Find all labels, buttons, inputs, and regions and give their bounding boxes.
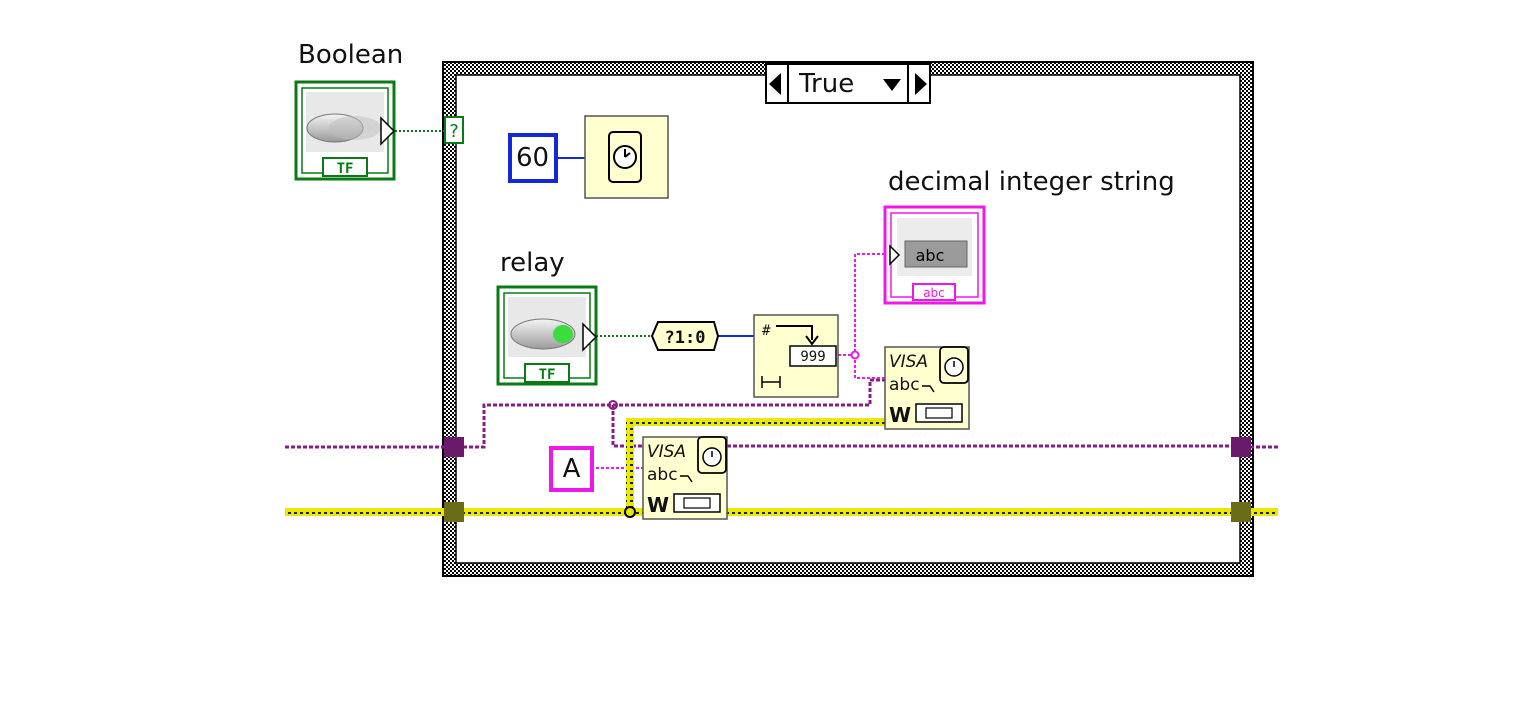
svg-text:?1:0: ?1:0 [665, 328, 706, 348]
decimal-string-indicator[interactable]: abc abc [883, 205, 986, 305]
svg-text:#: # [762, 323, 771, 339]
decimal-string-label: decimal integer string [888, 167, 1175, 197]
visa-tunnel-in [444, 437, 464, 457]
svg-text:VISA: VISA [647, 442, 686, 462]
indicator-tag: abc [923, 286, 945, 300]
selector-question-mark: ? [449, 121, 459, 142]
error-tunnel-out [1231, 502, 1251, 522]
error-tunnel-in [444, 502, 464, 522]
string-wire [596, 253, 890, 469]
case-selector-terminal[interactable]: ? [444, 116, 464, 144]
svg-text:VISA: VISA [889, 352, 928, 372]
indicator-text: abc [916, 246, 945, 265]
svg-text:W: W [889, 403, 911, 427]
boolean-label: Boolean [298, 40, 404, 70]
boolean-control[interactable]: TF [294, 80, 396, 181]
boolean-to-number-node[interactable]: ?1:0 [650, 321, 720, 351]
error-cluster-wire [285, 418, 1278, 518]
decrement-arrow-icon[interactable] [769, 73, 781, 95]
svg-text:999: 999 [800, 349, 825, 365]
relay-label: relay [500, 248, 565, 278]
visa-write-node-upper[interactable]: VISA abc W [884, 346, 970, 430]
case-selector-value: True [799, 69, 855, 99]
svg-text:abc: abc [889, 375, 920, 395]
tf-tag: TF [539, 367, 556, 383]
number-to-decimal-string-node[interactable]: # 999 [753, 314, 839, 398]
case-selector-label[interactable]: True [765, 63, 931, 104]
relay-control[interactable]: TF [496, 285, 598, 386]
visa-tunnel-out [1231, 437, 1251, 457]
wait-ms-node[interactable] [584, 115, 669, 199]
visa-write-node-lower[interactable]: VISA abc W [642, 436, 728, 520]
tf-tag: TF [337, 161, 354, 177]
string-constant[interactable]: A [549, 446, 594, 492]
increment-arrow-icon[interactable] [915, 73, 927, 95]
chevron-down-icon[interactable] [883, 79, 901, 91]
svg-text:abc: abc [647, 465, 678, 485]
wait-ms-constant[interactable]: 60 [508, 133, 558, 183]
svg-text:W: W [647, 493, 669, 517]
